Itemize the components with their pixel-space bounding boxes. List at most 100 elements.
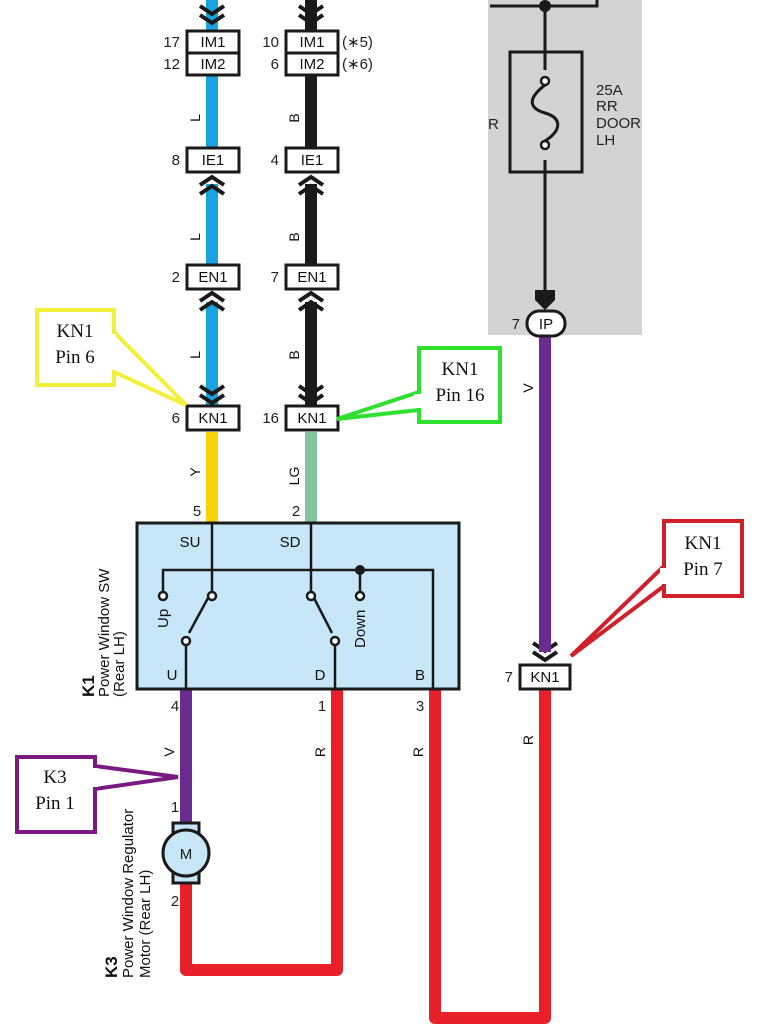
fuse-icon bbox=[530, 70, 560, 160]
connector-ip-pin: 7 bbox=[512, 316, 520, 333]
wire-red-d-loop bbox=[180, 690, 343, 976]
connector-name: KN1 bbox=[198, 410, 227, 427]
chevron-up-icon bbox=[297, 174, 325, 187]
motor-component-name-2: Motor (Rear LH) bbox=[137, 870, 154, 978]
connector-name: KN1 bbox=[530, 669, 559, 686]
chevron-up-icon bbox=[198, 183, 226, 196]
wire-color-code: Y bbox=[187, 467, 203, 477]
connector-right-im2: IM2 6 (∗6) bbox=[271, 51, 373, 77]
chevron-up-icon bbox=[297, 299, 325, 312]
switch-pin-su: 5 bbox=[193, 503, 201, 520]
switch-terminal-b: B bbox=[415, 667, 425, 684]
chevron-up-icon bbox=[297, 290, 325, 303]
callout-kn1-pin16-line2: Pin 16 bbox=[435, 385, 484, 406]
wire-color-code: L bbox=[187, 233, 203, 241]
connector-pin-number: 10 bbox=[262, 34, 279, 51]
motor-symbol-letter: M bbox=[180, 846, 193, 863]
switch-component-name-2: (Rear LH) bbox=[111, 631, 128, 697]
wire-color-code: R bbox=[520, 735, 536, 745]
switch-terminal-sd: SD bbox=[280, 534, 301, 551]
switch-terminal-d: D bbox=[315, 667, 326, 684]
switch-internal-wiring bbox=[161, 523, 435, 689]
callout-k3-pin1: K3 Pin 1 bbox=[15, 755, 179, 834]
connector-pin-number: 16 bbox=[262, 410, 279, 427]
chevron-up-icon bbox=[297, 183, 325, 196]
connector-pin-number: 4 bbox=[271, 152, 279, 169]
connector-pin-number: 17 bbox=[163, 34, 180, 51]
motor-symbol: M bbox=[161, 821, 211, 885]
gray-shaded-region bbox=[488, 0, 642, 335]
connector-name: IM1 bbox=[200, 34, 225, 51]
connector-name: IM2 bbox=[200, 56, 225, 73]
fuse-label-line3: DOOR bbox=[596, 115, 641, 132]
fuse-box bbox=[508, 50, 584, 174]
callout-kn1-pin7-line1: KN1 bbox=[685, 533, 722, 554]
connector-pin-number: 8 bbox=[172, 152, 180, 169]
chevron-down-icon bbox=[531, 650, 559, 663]
wire-red-b-loop bbox=[429, 690, 551, 1024]
gray-wire-code: R bbox=[488, 116, 499, 133]
chevron-down-icon bbox=[198, 384, 226, 397]
chevron-up-icon bbox=[198, 174, 226, 187]
connector-name: KN1 bbox=[297, 410, 326, 427]
fuse-rating: 25A bbox=[596, 82, 623, 99]
fuse-label-line4: LH bbox=[596, 132, 615, 149]
ip-arrow-icon bbox=[535, 290, 555, 310]
wire-color-code: R bbox=[312, 747, 328, 757]
chevron-up-icon bbox=[198, 290, 226, 303]
callout-kn1-pin7-line2: Pin 7 bbox=[683, 559, 723, 580]
connector-right-im1: IM1 10 (∗5) bbox=[262, 29, 373, 55]
switch-terminal-su: SU bbox=[180, 534, 201, 551]
connector-pin-number: 6 bbox=[271, 56, 279, 73]
callout-kn1-pin7: KN1 Pin 7 bbox=[569, 519, 744, 658]
power-window-switch-body bbox=[135, 521, 461, 691]
connector-name: IM1 bbox=[299, 34, 324, 51]
connector-name: EN1 bbox=[297, 269, 326, 286]
wire-color-code: B bbox=[286, 232, 302, 241]
callout-k3-pin1-line2: Pin 1 bbox=[35, 793, 75, 814]
callout-k3-pin1-line1: K3 bbox=[43, 767, 66, 788]
wire-color-code: R bbox=[410, 747, 426, 757]
connector-chevrons bbox=[198, 4, 559, 663]
chevron-down-icon bbox=[297, 4, 325, 17]
connector-ip-name: IP bbox=[539, 316, 553, 333]
switch-position-up: Up bbox=[155, 609, 172, 628]
top-bus bbox=[490, 0, 599, 8]
callout-kn1-pin6-line1: KN1 bbox=[57, 321, 94, 342]
connector-name: IM2 bbox=[299, 56, 324, 73]
chevron-up-icon bbox=[198, 299, 226, 312]
connector-ip: IP 7 bbox=[512, 309, 567, 338]
connector-far-kn1: KN1 7 bbox=[505, 663, 572, 691]
switch-component-name: Power Window SW bbox=[96, 568, 113, 697]
wire-color-code: V bbox=[520, 383, 536, 393]
connector-pin-number: 7 bbox=[505, 669, 513, 686]
fuse-label-line2: RR bbox=[596, 98, 618, 115]
switch-pin-sd: 2 bbox=[292, 503, 300, 520]
switch-junction-dot bbox=[355, 565, 365, 575]
connector-variant-note: (∗5) bbox=[342, 34, 373, 51]
motor-pin-1: 1 bbox=[171, 799, 179, 816]
connector-right-kn1: KN1 16 bbox=[262, 404, 340, 432]
callout-kn1-pin16: KN1 Pin 16 bbox=[336, 346, 502, 424]
wire-color-code: L bbox=[187, 114, 203, 122]
switch-component-id: K1 bbox=[79, 675, 98, 697]
motor-pin-2: 2 bbox=[171, 893, 179, 910]
wire-color-code: B bbox=[286, 113, 302, 122]
motor-component-id: K3 bbox=[102, 956, 121, 978]
connector-variant-note: (∗6) bbox=[342, 56, 373, 73]
connector-name: EN1 bbox=[198, 269, 227, 286]
switch-pin-u: 4 bbox=[171, 698, 179, 715]
switch-position-down: Down bbox=[352, 610, 369, 648]
wire-color-code: B bbox=[286, 350, 302, 359]
chevron-down-icon bbox=[198, 393, 226, 406]
callout-kn1-pin6: KN1 Pin 6 bbox=[35, 308, 188, 407]
chevron-down-icon bbox=[198, 4, 226, 17]
wire-color-code: L bbox=[187, 351, 203, 359]
callout-kn1-pin16-line1: KN1 bbox=[442, 359, 479, 380]
